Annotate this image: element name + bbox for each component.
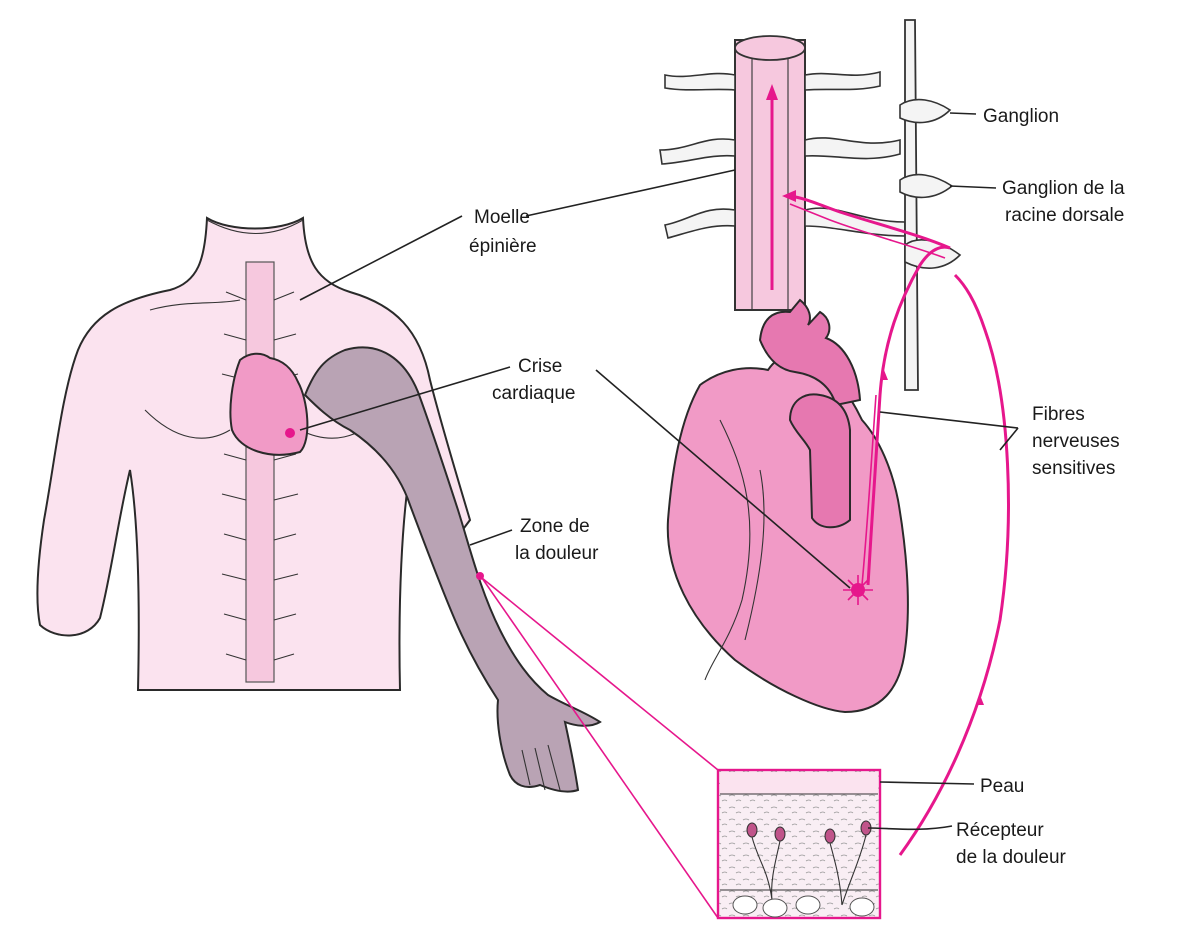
skin-inset: [481, 577, 882, 920]
sympathetic-chain: [904, 19, 919, 391]
sensory-nerve-paths: [782, 190, 1010, 856]
label-spinal-cord: Moelle épinière: [469, 207, 537, 257]
neck: [206, 219, 304, 234]
heart-detail: [666, 298, 909, 714]
coronary-artery: [704, 419, 751, 681]
ganglion-node-2: [899, 173, 954, 199]
skin-epidermis: [720, 772, 878, 794]
aorta: [758, 298, 862, 407]
leader-pain-zone: [469, 529, 513, 546]
finger-lines: [521, 744, 561, 791]
coronary-artery-2: [744, 469, 765, 641]
leader-lines: [299, 112, 1019, 831]
label-heart-attack: Crise cardiaque: [492, 356, 575, 404]
label-pain-zone: Zone de la douleur: [515, 516, 599, 564]
torso-figure: [36, 216, 602, 793]
pain-receptors: [746, 820, 872, 906]
pulmonary-artery: [788, 393, 851, 529]
pectoral-line-left: [144, 409, 231, 439]
label-sensory-fibers: Fibres nerveuses sensitives: [1032, 404, 1125, 479]
heart-attack-site: [843, 575, 873, 605]
torso-heart-attack-site: [285, 428, 295, 438]
label-pain-receptor: Récepteur de la douleur: [956, 820, 1067, 868]
spinal-cord-top: [734, 35, 806, 61]
leader-sensory-fibers-arc: [999, 427, 1019, 451]
leader-sensory-fibers-heart: [879, 411, 1019, 429]
leader-heart-attack-heart: [595, 369, 851, 589]
leader-skin: [879, 781, 975, 785]
ganglion-node: [899, 98, 952, 124]
leader-ganglion: [949, 112, 977, 115]
arm-pain-zone: [303, 346, 602, 793]
leader-pain-receptor: [867, 825, 953, 831]
torso-spinal-cord: [245, 261, 275, 683]
subcutaneous-fat: [732, 895, 875, 918]
skin-section: [716, 768, 882, 920]
leader-heart-attack-torso: [299, 366, 511, 431]
spinal-cord: [734, 39, 806, 311]
label-dorsal-root-ganglion: Ganglion de la racine dorsale: [1002, 178, 1130, 226]
leader-spinal-cord-torso: [299, 215, 463, 301]
label-ganglion: Ganglion: [983, 106, 1059, 127]
leader-spinal-cord-spine: [525, 169, 736, 217]
clavicle-left: [149, 299, 241, 311]
label-skin: Peau: [980, 776, 1024, 797]
labels: Moelle épinière Crise cardiaque Zone de …: [469, 106, 1130, 868]
leader-dorsal-root-ganglion: [949, 185, 997, 189]
